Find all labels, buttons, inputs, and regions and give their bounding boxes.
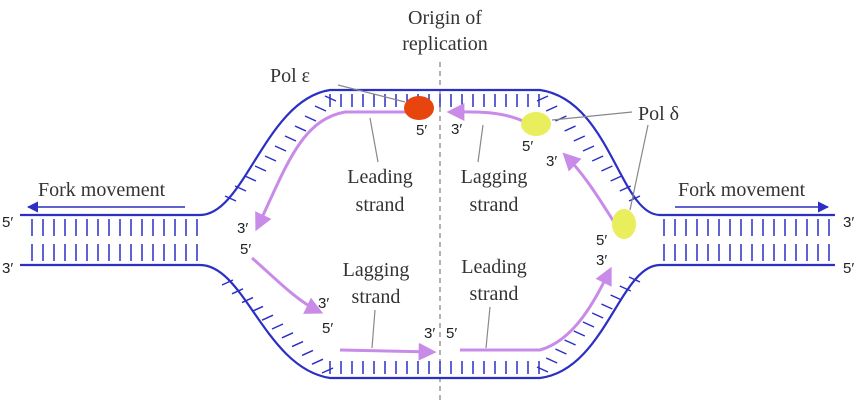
fork-movement-left-label: Fork movement [38, 179, 166, 201]
end-upper-left-3: 3′ [237, 220, 248, 237]
lagging-strand-lower-mid [339, 342, 437, 361]
lagging-strand-upper-right [446, 102, 526, 124]
base-pair-tick [536, 95, 549, 102]
base-pair-tick [610, 175, 622, 182]
base-pair-tick [274, 145, 287, 152]
pol-epsilon-enzyme [404, 96, 434, 120]
end-pol-eps-5: 5′ [416, 122, 427, 139]
base-pair-tick [628, 276, 641, 283]
leading-strand-lower-label-line1: Leading [461, 256, 527, 278]
base-pair-tick [251, 305, 264, 313]
base-pair-tick [321, 367, 334, 374]
base-pair-tick [591, 312, 604, 319]
base-pair-tick [231, 288, 244, 295]
bottom-parental-strand [20, 263, 835, 380]
lagging-strand-lower-label-line1: Lagging [343, 259, 410, 281]
base-pair-tick [284, 135, 297, 142]
pol-epsilon-label: Pol ε [270, 65, 310, 87]
leading-strand-lower-label-line2: strand [470, 283, 519, 305]
base-pair-tick [601, 303, 613, 310]
base-pair-tick [536, 366, 549, 373]
parental-strands [20, 88, 835, 380]
base-pair-tick [291, 340, 304, 348]
leader-lines [337, 84, 649, 349]
end-right-bottom: 5′ [843, 260, 854, 277]
base-pair-tick [271, 323, 284, 330]
pol-delta-enzyme-upper [521, 112, 551, 136]
lagging-strand-upper-label-line1: Lagging [461, 166, 528, 188]
base-pair-tick [254, 165, 267, 172]
base-pair-tick [628, 195, 641, 202]
end-right-top: 3′ [843, 214, 854, 231]
base-pair-tick [555, 348, 567, 355]
base-pair-tick [261, 314, 274, 321]
end-lower-mid-5: 5′ [322, 320, 333, 337]
end-upper-right-3: 3′ [451, 121, 462, 138]
pol-delta-label: Pol δ [638, 103, 679, 125]
base-pair-tick [314, 105, 327, 112]
base-pair-tick [294, 125, 307, 132]
base-pair-tick [281, 332, 294, 339]
base-pair-tick [224, 195, 237, 202]
base-pair-tick [221, 279, 234, 286]
end-lower-left-arrow-3: 3′ [318, 295, 329, 312]
base-pair-tick [311, 358, 324, 365]
end-lower-right-5: 5′ [446, 325, 457, 342]
base-pair-tick [591, 155, 604, 162]
end-left-top: 5′ [2, 214, 13, 231]
base-pair-tick [582, 321, 595, 328]
new-strands [251, 102, 616, 361]
base-pair-tick [301, 349, 314, 357]
fork-movement-right-label: Fork movement [678, 179, 806, 201]
end-right-pol-5: 5′ [596, 232, 607, 249]
base-pair-tick [244, 175, 257, 182]
pol-delta-enzyme-right [612, 209, 636, 239]
base-pair-tick [545, 105, 558, 112]
base-pair-tick [573, 330, 586, 337]
base-pair-tick [555, 115, 567, 122]
base-pair-tick [610, 294, 622, 301]
leading-strand-lower-right [460, 266, 612, 352]
base-pair-tick [619, 185, 632, 192]
base-pair-tick [545, 357, 558, 364]
origin-label-line2: replication [402, 33, 488, 55]
leading-strand-upper-left [255, 110, 418, 232]
end-upper-right-arrow-3: 3′ [546, 153, 557, 170]
base-pair-tick [264, 155, 277, 162]
end-lower-mid-3: 3′ [424, 325, 435, 342]
end-lower-left-5: 5′ [240, 241, 251, 258]
lagging-strand-upper-label-line2: strand [470, 194, 519, 216]
base-pair-tick [564, 339, 576, 346]
top-parental-strand [20, 88, 835, 217]
end-pol-delta-upper-5: 5′ [522, 138, 533, 155]
base-pair-tick [324, 95, 337, 102]
lagging-strand-lower-left-fragment [251, 256, 324, 314]
base-pair-tick [304, 115, 317, 122]
base-pair-tick [601, 165, 613, 172]
base-pair-tick [241, 296, 254, 304]
base-pair-tick [234, 185, 247, 192]
lagging-strand-right-fragment [562, 152, 616, 223]
base-pair-tick [573, 135, 586, 142]
end-right-lower-3: 3′ [596, 252, 607, 269]
origin-label-line1: Origin of [408, 7, 482, 29]
end-left-bottom: 3′ [2, 260, 13, 277]
base-pair-tick [582, 145, 595, 152]
leading-strand-upper-label-line2: strand [356, 194, 405, 216]
lagging-strand-lower-label-line2: strand [352, 286, 401, 308]
leading-strand-upper-label-line1: Leading [347, 166, 413, 188]
base-pair-tick [619, 285, 632, 292]
base-pair-tick [564, 125, 576, 132]
